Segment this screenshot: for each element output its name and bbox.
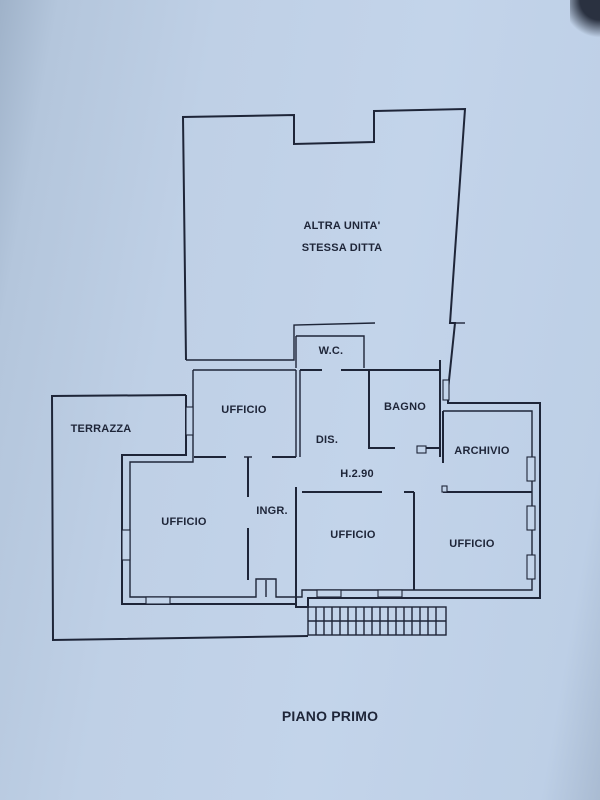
- window: [526, 456, 536, 482]
- label-hallway: DIS.: [315, 434, 339, 446]
- window: [145, 596, 171, 605]
- plan-title: PIANO PRIMO: [281, 708, 379, 724]
- photo-shadow: [570, 0, 600, 40]
- window: [185, 406, 194, 436]
- staircase: [307, 606, 447, 636]
- window: [526, 554, 536, 580]
- label-office-center: UFFICIO: [330, 529, 376, 541]
- label-archive: ARCHIVIO: [454, 445, 510, 457]
- window: [526, 505, 536, 531]
- label-other-unit-line1: ALTRA UNITA': [303, 220, 381, 232]
- label-other-unit-line2: STESSA DITTA: [301, 242, 383, 254]
- label-wc: W.C.: [318, 345, 344, 357]
- label-terrace: TERRAZZA: [70, 423, 132, 435]
- label-bathroom: BAGNO: [384, 401, 426, 413]
- label-office-left: UFFICIO: [161, 516, 207, 528]
- label-ceiling-height: H.2.90: [340, 468, 374, 480]
- label-office-right: UFFICIO: [449, 538, 495, 550]
- window: [377, 589, 403, 598]
- window: [121, 529, 131, 561]
- terrace-outline: [50, 394, 309, 642]
- window: [316, 589, 342, 598]
- window: [442, 379, 450, 401]
- building-outer-wall: [121, 389, 541, 608]
- label-entrance: INGR.: [256, 505, 288, 517]
- label-office-top-left: UFFICIO: [221, 404, 267, 416]
